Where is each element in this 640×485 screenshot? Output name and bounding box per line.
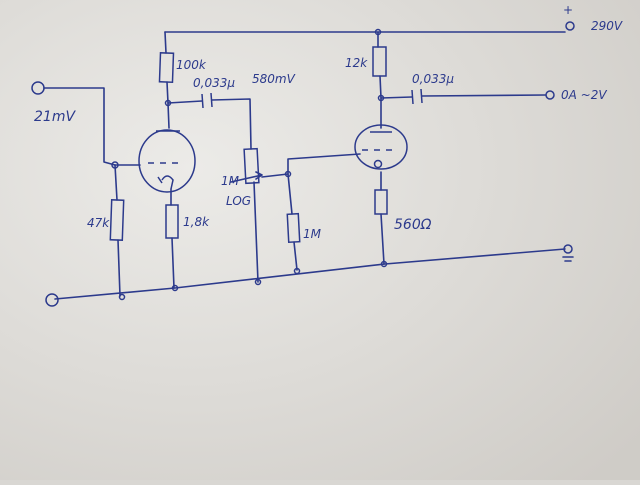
cap1-label: 0,033μ xyxy=(193,76,235,90)
input-wire xyxy=(43,87,116,166)
supply-node xyxy=(374,28,382,36)
pot-wiper-arrow xyxy=(230,171,263,183)
pot-value-label: 1M xyxy=(221,174,240,188)
grid1-node xyxy=(111,161,119,169)
cathode2-resistor-label: 560Ω xyxy=(394,217,432,233)
volume-potentiometer xyxy=(243,147,260,185)
pot-bottom-wire xyxy=(253,181,259,283)
ground-symbol xyxy=(562,256,574,262)
plate2-resistor xyxy=(372,46,387,77)
triode-tube-2 xyxy=(354,124,408,170)
output-voltage-label: 0A ~2V xyxy=(561,88,607,102)
grid2-resistor-label: 1M xyxy=(303,227,322,241)
wiper-wire xyxy=(261,153,361,178)
cathode1-resistor-label: 1,8k xyxy=(183,215,210,229)
ground-node-1 xyxy=(118,293,126,301)
cathode2-resistor xyxy=(374,189,388,215)
plate2-resistor-label: 12k xyxy=(345,56,368,70)
input-terminal xyxy=(31,81,45,95)
grid2-resistor xyxy=(286,212,301,244)
cap2-label: 0,033μ xyxy=(412,72,454,86)
cathode1-resistor xyxy=(165,204,179,239)
supply-sign-label: + xyxy=(563,3,573,17)
input-voltage-label: 21mV xyxy=(34,109,76,125)
cap1-right-wire xyxy=(211,98,252,150)
triode-tube-1 xyxy=(138,129,196,193)
coupling-capacitor-2 xyxy=(411,88,423,105)
plate1-resistor-label: 100k xyxy=(176,58,207,72)
pot-type-label: LOG xyxy=(226,194,251,208)
input-ground-terminal xyxy=(45,293,59,307)
stage-signal-label: 580mV xyxy=(252,72,296,86)
cap2-left-wire xyxy=(380,96,413,99)
output-ground-terminal xyxy=(563,244,573,254)
supply-terminal xyxy=(565,21,575,31)
grid1-resistor-label: 47k xyxy=(87,216,110,230)
cap1-left-wire xyxy=(167,100,203,104)
grid1-resistor-wire xyxy=(114,164,121,297)
ground-rail xyxy=(54,248,566,300)
ground-node-3 xyxy=(254,278,262,286)
supply-voltage-label: 290V xyxy=(591,19,623,33)
wiper-node xyxy=(284,170,292,178)
coupling-capacitor-1 xyxy=(201,92,213,109)
plate1-resistor xyxy=(158,52,175,84)
cap2-right-wire xyxy=(421,94,547,97)
ground-node-2 xyxy=(171,284,179,292)
ground-node-5 xyxy=(380,260,388,268)
cathode2-wire xyxy=(380,171,385,265)
ground-node-4 xyxy=(293,267,301,275)
plate2-node xyxy=(377,94,385,102)
output-terminal xyxy=(545,90,555,100)
plate1-node xyxy=(164,99,172,107)
grid1-resistor xyxy=(109,199,125,241)
grid2-resistor-wire xyxy=(287,173,298,271)
